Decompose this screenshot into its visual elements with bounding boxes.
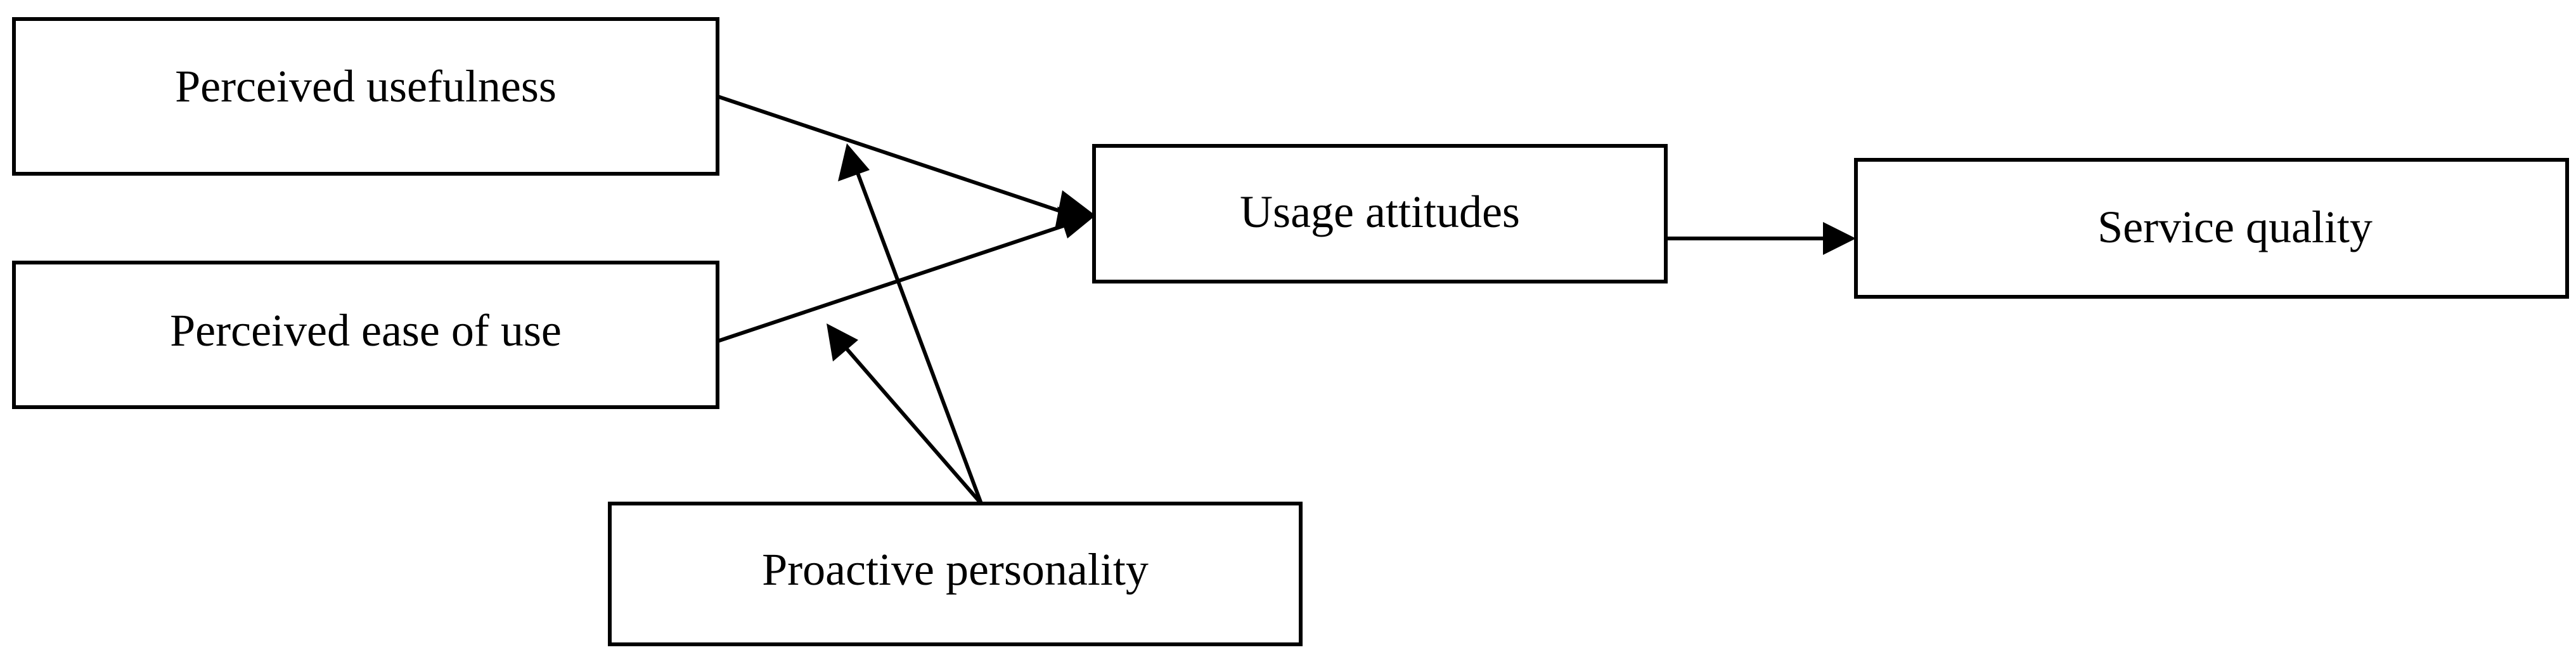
node-label: Proactive personality [762,544,1149,595]
node-box [608,502,1303,646]
arrowhead-moderation-usefulness [838,143,870,181]
edge-usefulness-to-attitudes [717,94,1071,216]
node-label: Usage attitudes [1240,186,1520,237]
arrowhead-ease-to-attitudes [1057,207,1095,238]
arrowhead-attitudes-to-quality [1823,222,1856,255]
node-box [12,17,719,176]
node-box [12,261,719,409]
node-service-quality: Service quality [1854,158,2569,299]
node-perceived-usefulness: Perceived usefulness [12,17,719,176]
edge-ease-to-attitudes [717,221,1072,343]
arrowhead-moderation-ease [827,323,858,361]
node-label: Perceived ease of use [170,305,562,356]
node-usage-attitudes: Usage attitudes [1092,144,1668,283]
node-perceived-ease-of-use: Perceived ease of use [12,261,719,409]
node-label: Service quality [2097,202,2373,252]
node-box [1092,144,1668,283]
node-label: Perceived usefulness [175,61,557,112]
node-box [1854,158,2569,299]
node-proactive-personality: Proactive personality [608,502,1303,646]
edges [717,94,1856,505]
edge-moderation-ease [844,346,983,505]
edge-moderation-usefulness [855,170,983,505]
